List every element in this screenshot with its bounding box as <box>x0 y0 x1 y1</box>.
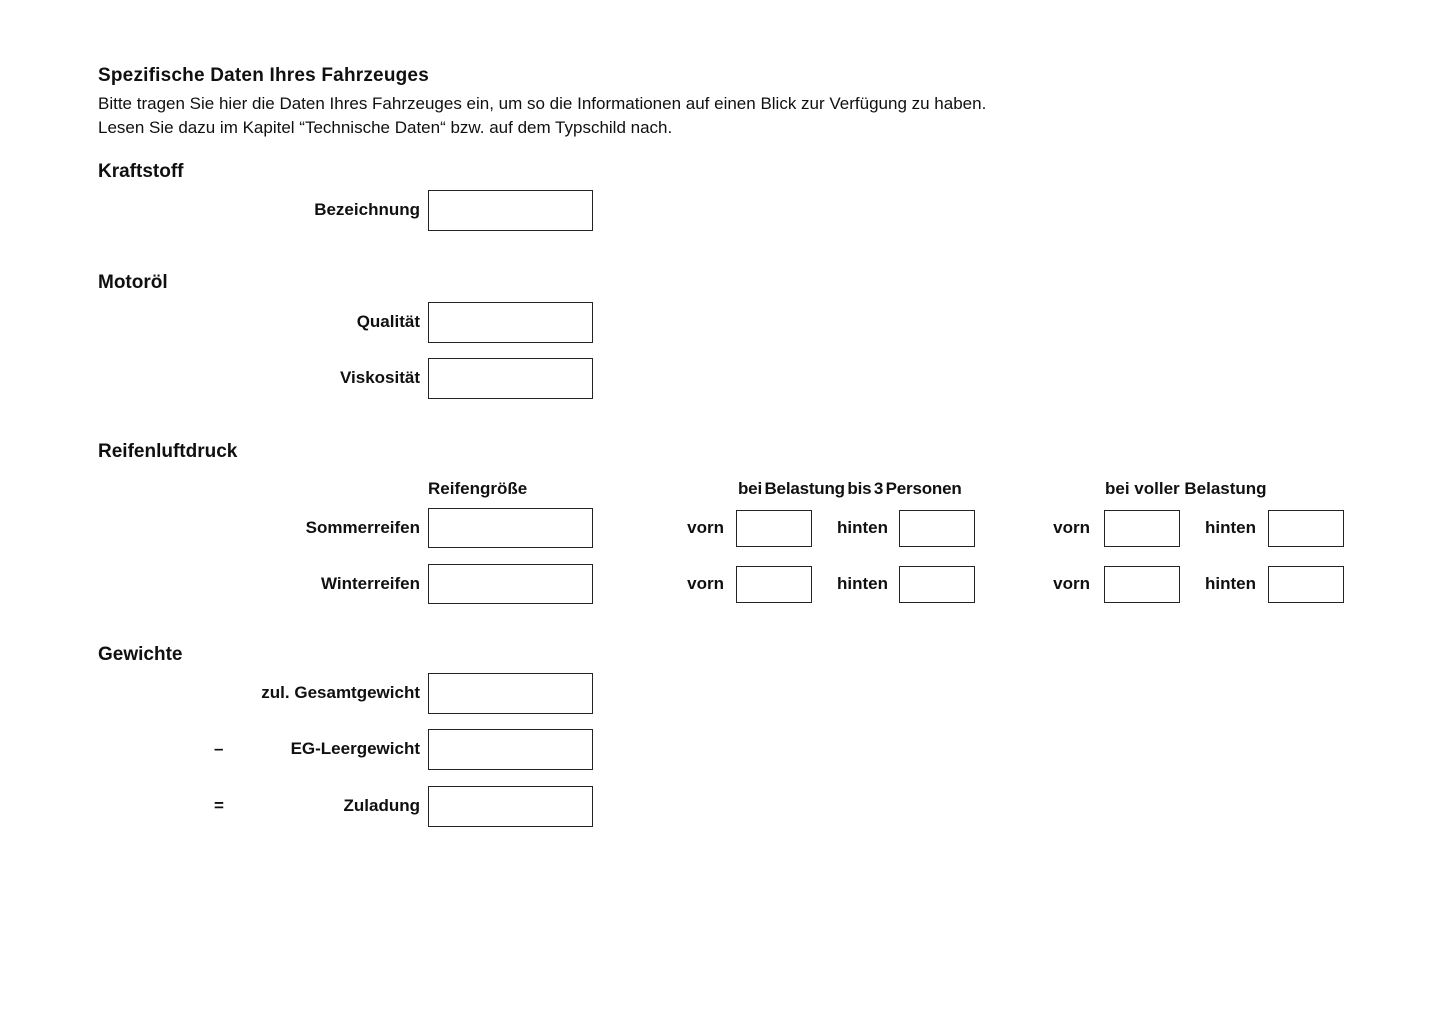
column-header-reifengroesse: Reifengröße <box>428 479 528 498</box>
page-title: Spezifische Daten Ihres Fahrzeuges <box>98 65 429 86</box>
winterreifen-belastung3-hinten-label: hinten <box>837 574 888 593</box>
section-heading-gewichte: Gewichte <box>98 644 183 665</box>
section-heading-reifenluftdruck: Reifenluftdruck <box>98 441 238 462</box>
sommerreifen-voll-hinten-input[interactable] <box>1268 510 1344 547</box>
sommerreifen-label: Sommerreifen <box>305 518 420 537</box>
winterreifen-belastung3-vorn-input[interactable] <box>736 566 812 603</box>
bezeichnung-label: Bezeichnung <box>314 200 420 219</box>
winterreifen-belastung3-hinten-input[interactable] <box>899 566 975 603</box>
sommerreifen-reifengroesse-input[interactable] <box>428 508 593 548</box>
section-heading-kraftstoff: Kraftstoff <box>98 161 184 182</box>
qualitaet-input[interactable] <box>428 302 593 343</box>
sommerreifen-belastung3-vorn-input[interactable] <box>736 510 812 547</box>
winterreifen-belastung3-vorn-label: vorn <box>687 574 724 593</box>
qualitaet-label: Qualität <box>356 312 420 331</box>
zuladung-input[interactable] <box>428 786 593 827</box>
section-heading-motoroel: Motoröl <box>98 272 168 293</box>
bezeichnung-input[interactable] <box>428 190 593 231</box>
sommerreifen-voll-hinten-label: hinten <box>1205 518 1256 537</box>
intro-line-2: Lesen Sie dazu im Kapitel “Technische Da… <box>98 118 673 137</box>
intro-line-1: Bitte tragen Sie hier die Daten Ihres Fa… <box>98 94 987 113</box>
winterreifen-voll-vorn-label: vorn <box>1053 574 1090 593</box>
zuladung-label: Zuladung <box>343 796 420 815</box>
column-header-volle-belastung: bei voller Belastung <box>1105 479 1267 498</box>
sommerreifen-belastung3-hinten-input[interactable] <box>899 510 975 547</box>
viskositaet-label: Viskosität <box>339 368 420 387</box>
column-header-belastung-3-personen: bei Belastung bis 3 Personen <box>738 479 962 498</box>
minus-operator: – <box>214 739 224 758</box>
winterreifen-label: Winterreifen <box>320 574 420 593</box>
winterreifen-voll-vorn-input[interactable] <box>1104 566 1180 603</box>
sommerreifen-voll-vorn-input[interactable] <box>1104 510 1180 547</box>
winterreifen-voll-hinten-input[interactable] <box>1268 566 1344 603</box>
gesamtgewicht-label: zul. Gesamtgewicht <box>261 683 420 702</box>
leergewicht-label: EG-Leergewicht <box>290 739 420 758</box>
sommerreifen-voll-vorn-label: vorn <box>1053 518 1090 537</box>
winterreifen-voll-hinten-label: hinten <box>1205 574 1256 593</box>
gesamtgewicht-input[interactable] <box>428 673 593 714</box>
sommerreifen-belastung3-vorn-label: vorn <box>687 518 724 537</box>
equals-operator: = <box>214 796 224 815</box>
winterreifen-reifengroesse-input[interactable] <box>428 564 593 604</box>
viskositaet-input[interactable] <box>428 358 593 399</box>
leergewicht-input[interactable] <box>428 729 593 770</box>
sommerreifen-belastung3-hinten-label: hinten <box>837 518 888 537</box>
